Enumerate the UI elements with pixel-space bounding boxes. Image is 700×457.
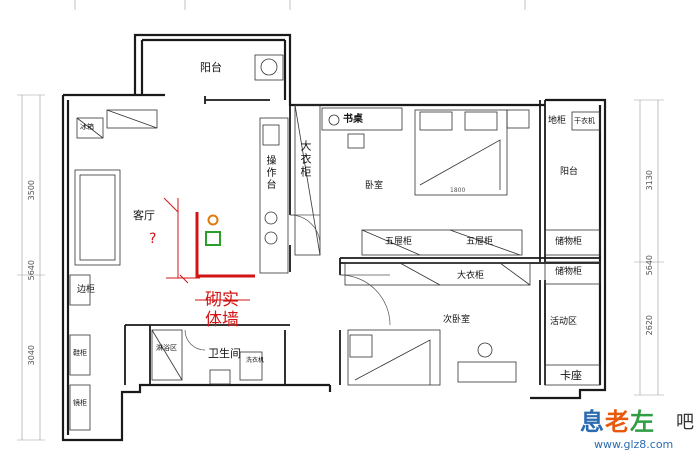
- dim-right-total: 5640: [645, 255, 654, 276]
- furniture: [69, 54, 601, 431]
- outlet-marker-icon: [207, 214, 219, 226]
- mirror-cabinet-label: 镜柜: [73, 399, 87, 407]
- storage-cabinet-2-label: 储物柜: [555, 267, 583, 277]
- fridge-label: 冰箱: [80, 123, 94, 131]
- exterior-walls: [61, 33, 607, 442]
- counter-label: 操作台: [264, 155, 275, 191]
- master-bedroom-label: 卧室: [365, 181, 384, 191]
- balcony-right-label: 阳台: [560, 167, 579, 177]
- dimension-lines: [17, 0, 664, 441]
- watermark: 息老左 吧 www.glz8.com: [580, 402, 698, 454]
- second-bedroom-label: 次卧室: [443, 315, 471, 325]
- card-seat-label: 卡座: [560, 369, 582, 382]
- bed-width-label: 1800: [450, 187, 466, 194]
- dim-right-lower: 2620: [645, 315, 654, 336]
- shoe-cabinet-label: 鞋柜: [73, 349, 87, 357]
- new-wall-marker: [163, 197, 255, 301]
- dim-right-upper: 3130: [645, 170, 654, 191]
- watermark-brand-1: 息: [580, 407, 605, 436]
- washer-label: 洗衣机: [246, 357, 265, 364]
- dryer-label: 干衣机: [574, 117, 595, 125]
- dim-left-upper: 3500: [27, 180, 36, 201]
- annotation-line-1: 砌实: [205, 290, 239, 310]
- watermark-brand: 息老左: [580, 402, 655, 437]
- five-drawer-2-label: 五屉柜: [466, 237, 494, 247]
- dim-left-total: 5640: [27, 260, 36, 281]
- side-cabinet-label: 边柜: [77, 285, 96, 295]
- switch-marker-icon: [205, 231, 221, 246]
- study-desk-label: 书桌: [343, 114, 363, 125]
- wardrobe-main-label: 大衣柜: [299, 140, 312, 179]
- balcony-top-label: 阳台: [200, 61, 222, 74]
- living-room-label: 客厅: [133, 209, 155, 222]
- watermark-suffix: 吧: [676, 412, 694, 433]
- wall-annotation: 砌实 体墙: [205, 290, 239, 330]
- bathroom-label: 卫生间: [208, 347, 241, 360]
- shower-area-label: 淋浴区: [156, 344, 177, 352]
- floor-cabinet-label: 地柜: [548, 116, 567, 126]
- five-drawer-1-label: 五屉柜: [385, 237, 413, 247]
- watermark-brand-2: 老: [605, 407, 630, 436]
- watermark-brand-3: 左: [630, 407, 655, 436]
- dim-left-lower: 3040: [27, 345, 36, 366]
- annotation-line-2: 体墙: [205, 310, 239, 330]
- activity-area-label: 活动区: [550, 317, 578, 327]
- storage-cabinet-1-label: 储物柜: [555, 237, 583, 247]
- question-mark-label: ?: [149, 231, 157, 247]
- watermark-url: www.glz8.com: [594, 438, 674, 451]
- door-arcs: [184, 214, 391, 351]
- wardrobe-second-label: 大衣柜: [457, 271, 485, 281]
